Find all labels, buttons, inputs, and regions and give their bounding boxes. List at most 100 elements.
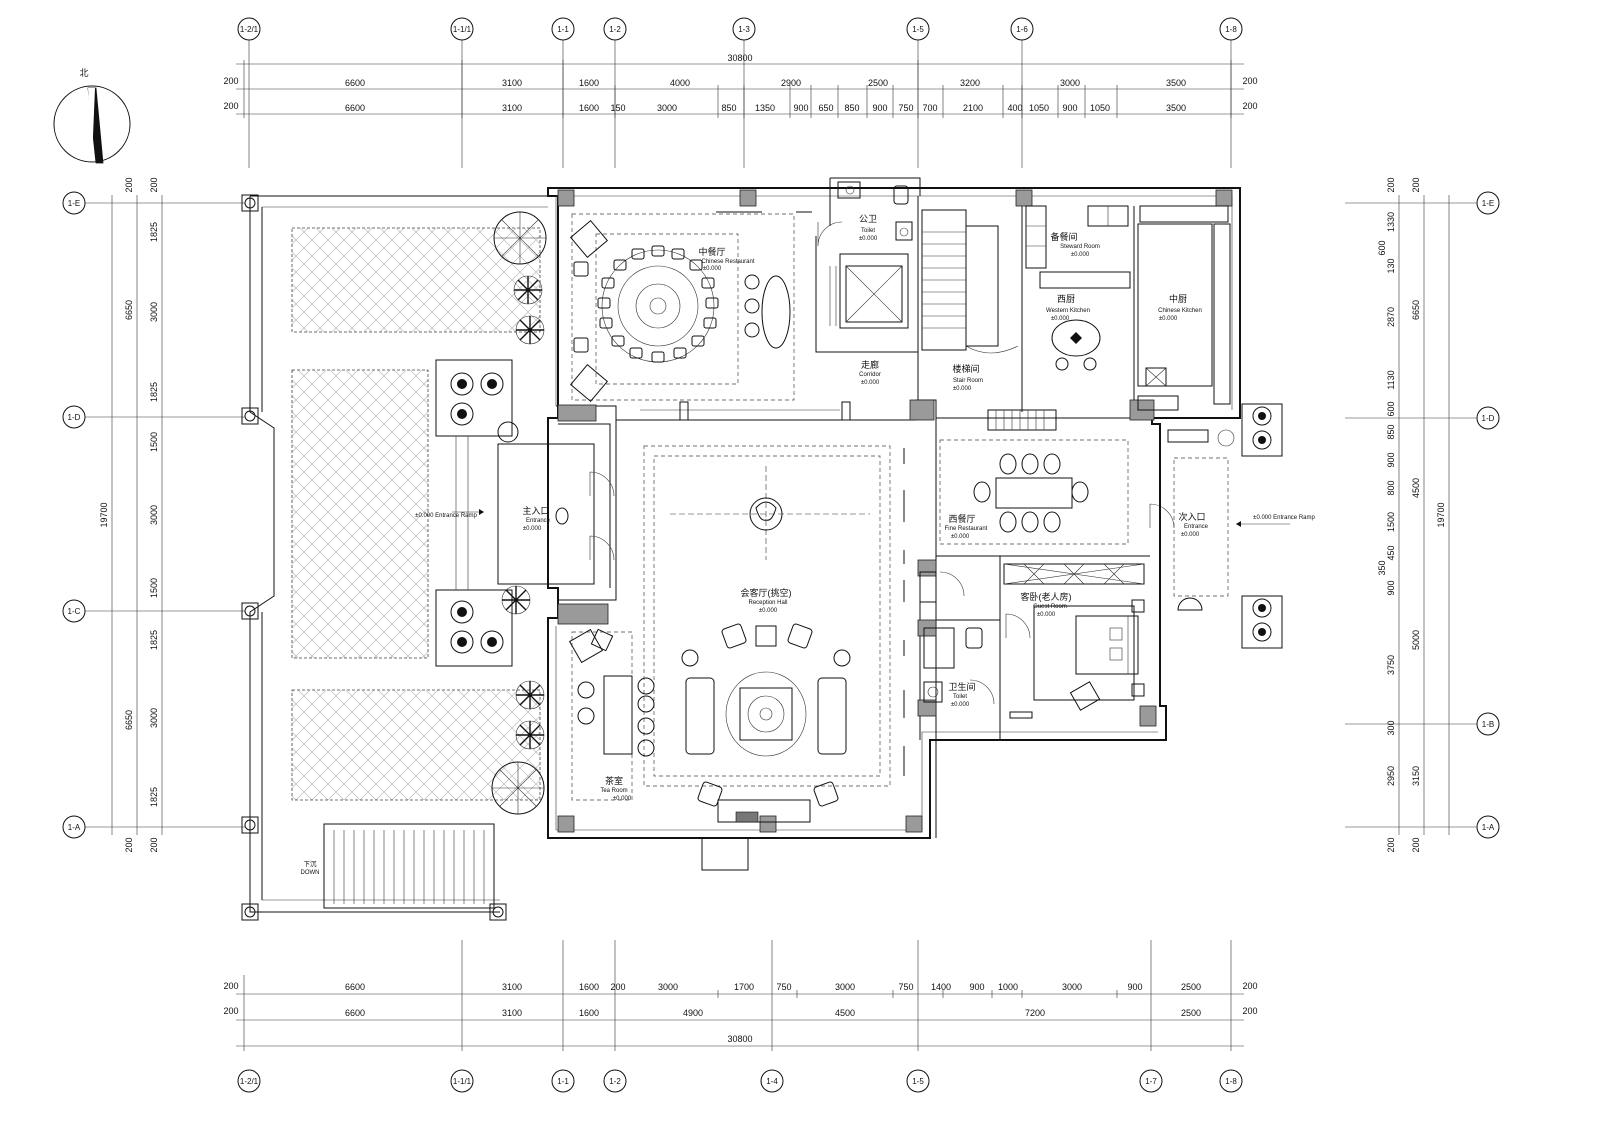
svg-text:1050: 1050 [1029,103,1049,113]
grid-bubble-bottom: 1-1/1 [450,1069,474,1093]
room-label-en: Western Kitchen [1046,308,1090,314]
grid-bubble-right: 1-D [1345,406,1500,430]
svg-text:650: 650 [818,103,833,113]
svg-text:1-8: 1-8 [1225,25,1237,34]
room-level: ±0.000 [703,266,722,272]
room-label-cn: 公卫 [859,214,877,224]
dim-row-top-1: 200 6600 3100 1600 4000 2900 2500 3200 3… [223,76,1257,88]
svg-text:1-1: 1-1 [557,25,569,34]
north-label: 北 [79,68,88,78]
room-level: ±0.000 [1051,316,1070,322]
svg-text:200: 200 [1242,981,1257,991]
reception-hall-room: 会客厅(挑空) Reception Hall ±0.000 [643,445,905,807]
svg-text:2900: 2900 [781,78,801,88]
shrub-icon [501,585,531,615]
structural-column [1215,189,1233,207]
tree-icon [493,211,547,265]
grid-bubble-left: 1-E [62,191,245,215]
svg-text:1-A: 1-A [1482,823,1495,832]
svg-text:200: 200 [1242,101,1257,111]
svg-text:1-A: 1-A [68,823,81,832]
dim-row-bottom-2: 200 6600 3100 1600 4900 4500 7200 2500 2… [223,1006,1257,1018]
dim-col-left-outer: 200 6650 19700 6650 200 [99,177,134,852]
svg-text:200: 200 [1411,177,1421,192]
room-label-cn: 西厨 [1057,294,1075,304]
svg-text:3000: 3000 [1060,78,1080,88]
svg-text:200: 200 [223,1006,238,1016]
svg-text:1825: 1825 [149,382,159,402]
room-label-en: Entrance [526,518,551,524]
room-level: ±0.000 [951,702,970,708]
yard-post [241,602,259,620]
svg-text:6600: 6600 [345,103,365,113]
room-label-cn: 备餐间 [1050,231,1077,242]
svg-text:1600: 1600 [579,982,599,992]
paving-north [291,227,541,333]
svg-text:4000: 4000 [670,78,690,88]
structural-column [917,559,937,577]
paving-south [291,689,541,801]
svg-text:850: 850 [844,103,859,113]
svg-text:3000: 3000 [658,982,678,992]
svg-text:3150: 3150 [1411,766,1421,786]
svg-text:200: 200 [223,981,238,991]
svg-text:6600: 6600 [345,78,365,88]
grid-bubble-left: 1-D [62,405,245,429]
chinese-kitchen-room: 中厨 Chinese Kitchen ±0.000 [1137,205,1231,411]
grid-bubble-top: 1-2/1 [237,17,261,168]
svg-text:1-6: 1-6 [1016,25,1028,34]
yard-post [241,903,259,921]
svg-text:1-E: 1-E [68,199,80,208]
grid-bubble-bottom: 1-2 [603,1069,627,1093]
grid-bottom: 1-2/1 1-1/1 1-1 1-2 1-4 1-5 1-7 1-8 [237,1069,1243,1093]
svg-text:1-1/1: 1-1/1 [453,25,472,34]
svg-text:1-8: 1-8 [1225,1077,1237,1086]
svg-text:1-D: 1-D [1482,414,1495,423]
svg-text:1600: 1600 [579,103,599,113]
fine-restaurant-room: 西餐厅 Fine Restaurant ±0.000 [939,439,1129,545]
svg-text:200: 200 [223,101,238,111]
shrub-icon [515,680,545,710]
svg-text:900: 900 [872,103,887,113]
svg-text:1330: 1330 [1386,212,1396,232]
toilet-north-room: 公卫 Toilet ±0.000 [817,181,913,247]
yard-post [241,816,259,834]
room-label-cn: 楼梯间 [952,363,979,374]
svg-text:1-1/1: 1-1/1 [453,1077,472,1086]
svg-text:1500: 1500 [149,578,159,598]
svg-text:200: 200 [1242,1006,1257,1016]
svg-text:750: 750 [898,982,913,992]
structural-column [557,189,575,207]
svg-text:900: 900 [1386,580,1396,595]
structural-column [557,404,597,422]
svg-text:200: 200 [149,177,159,192]
room-label-en: Entrance [1184,524,1209,530]
svg-text:3000: 3000 [657,103,677,113]
svg-text:3000: 3000 [149,505,159,525]
ramp-label-right: ±0.000 Entrance Ramp [1253,515,1315,521]
dim-row-bottom-1: 200 6600 3100 1600 200 3000 1700 750 300… [223,981,1257,992]
room-label-en: Stair Room [953,378,983,384]
east-entrance: ±0.000 Entrance Ramp [1236,403,1315,649]
room-label-en: Chinese Restaurant [701,259,754,265]
toilet-south-room: 卫生间 Toilet ±0.000 [919,571,1033,719]
room-level: ±0.000 [859,236,878,242]
room-level: ±0.000 [1071,252,1090,258]
svg-text:6650: 6650 [124,710,134,730]
planter-east [1241,403,1283,457]
ramp-label-left: ±0.000 Entrance Ramp [415,513,477,519]
room-level: ±0.000 [1159,316,1178,322]
room-label-cn: 次入口 [1178,511,1205,522]
structural-column [1139,705,1157,727]
room-label-en: Fine Restaurant [945,526,988,532]
building-walls [547,177,1241,871]
svg-text:1-5: 1-5 [912,1077,924,1086]
paving-middle [291,369,429,659]
svg-text:2100: 2100 [963,103,983,113]
dim-text: 30800 [727,1034,752,1044]
room-label-en: Guest Room [1033,604,1067,610]
yard-down-label-en: DOWN [301,870,320,876]
grid-right: 1-E 1-D 1-B 1-A 200 1330 600 130 2870 11… [1345,177,1500,853]
svg-text:400: 400 [1007,103,1022,113]
room-label-cn: 中厨 [1169,293,1187,304]
